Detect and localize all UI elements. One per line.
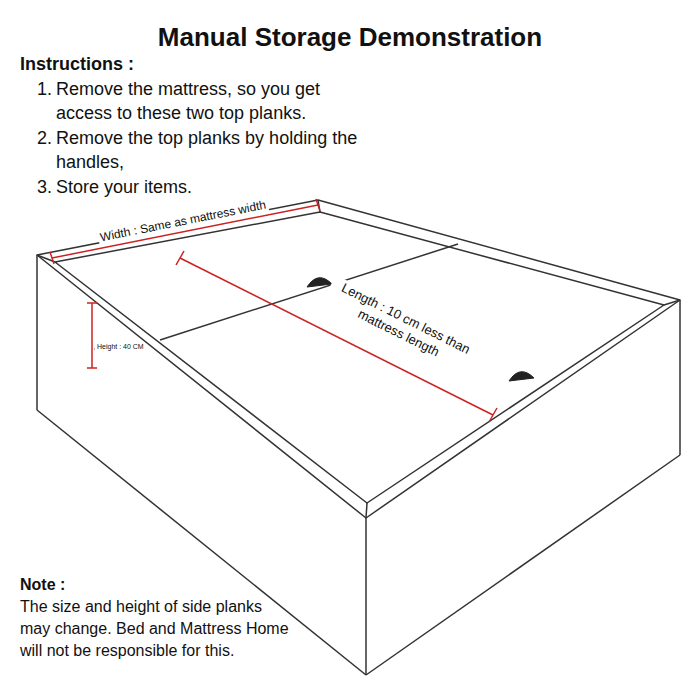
dimension-tick [50,252,54,264]
dimension-tick [87,367,97,369]
box-edge [365,518,367,675]
box-edge [679,300,681,455]
step-text: Store your items. [56,175,360,199]
box-top-rim [37,200,680,518]
step-number: 2. [20,126,56,174]
dimension-tick [316,199,320,211]
box-edge [366,455,680,675]
step-text: Remove the mattress, so you get access t… [56,77,360,125]
instructions-heading: Instructions : [20,52,360,77]
dimension-tick [87,302,97,304]
height-label: Height : 40 CM [95,343,146,351]
plank-handle [509,372,534,381]
plank-handle [307,278,332,287]
rim-corner [664,300,680,305]
step-number: 1. [20,77,56,125]
step-number: 3. [20,175,56,199]
instructions-panel: Instructions :1.Remove the mattress, so … [20,52,360,200]
title: Manual Storage Demonstration [0,22,700,53]
note-panel: Note :The size and height of side planks… [20,574,290,662]
dimension-tick [176,251,184,265]
box-edge [36,255,38,410]
note-heading: Note : [20,574,290,596]
length-dimension [180,258,493,415]
note-text: The size and height of side planks may c… [20,596,290,662]
length-label: Length : 10 cm less than mattress length [322,275,483,377]
height-dimension [91,303,93,368]
rim-corner [366,503,367,518]
inner-rim [55,212,664,503]
instruction-step: 3.Store your items. [20,175,360,199]
dimension-tick [489,408,497,422]
step-text: Remove the top planks by holding the han… [56,126,360,174]
instruction-step: 1.Remove the mattress, so you get access… [20,77,360,125]
instruction-step: 2.Remove the top planks by holding the h… [20,126,360,174]
